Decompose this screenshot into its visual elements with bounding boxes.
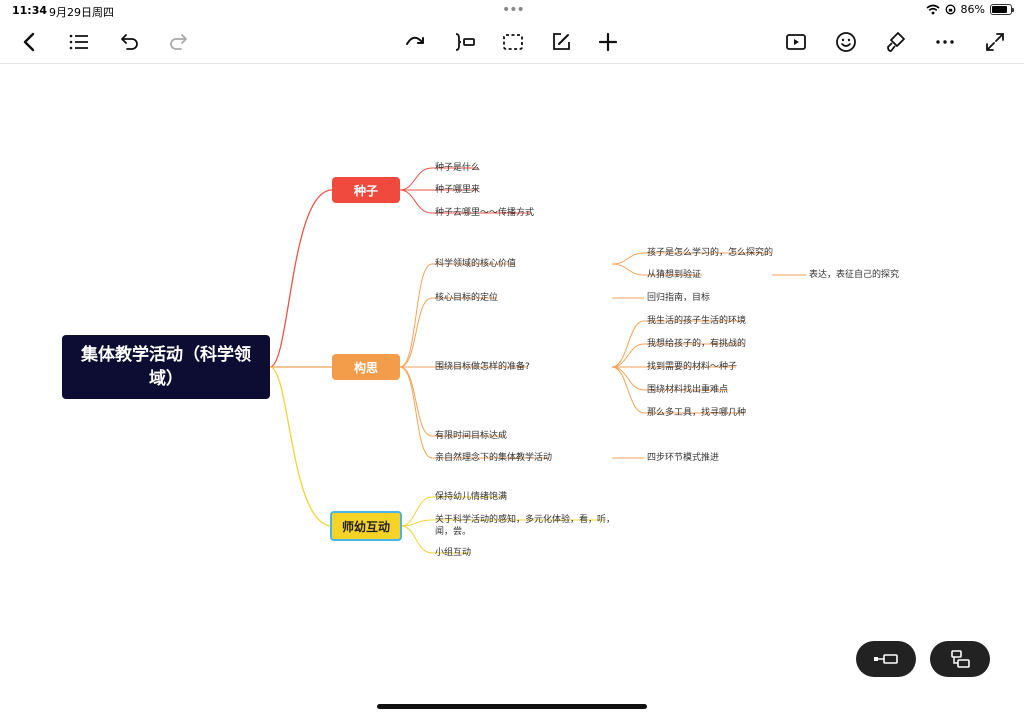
mindmap-canvas[interactable]: 集体教学活动（科学领域） 种子 构思 师幼互动 种子是什么 种子哪里来 种子去哪…	[0, 65, 1024, 715]
add-topic-button[interactable]	[593, 28, 623, 56]
edit-note-icon	[553, 33, 570, 50]
insert-child-icon	[455, 33, 475, 51]
home-indicator[interactable]	[377, 704, 647, 709]
leaf-concept-1-2-1[interactable]: 表达，表征自己的探究	[809, 270, 900, 280]
undo-button[interactable]	[114, 28, 144, 56]
edit-note-button[interactable]	[546, 28, 576, 56]
more-icon	[936, 40, 954, 44]
leaf-concept-1-1[interactable]: 孩子是怎么学习的，怎么探究的	[647, 248, 774, 258]
insert-sibling-icon	[874, 654, 898, 664]
leaf-concept-3-2[interactable]: 我想给孩子的，有挑战的	[647, 339, 747, 349]
branch-interaction[interactable]: 师幼互动	[330, 511, 402, 541]
present-button[interactable]	[781, 28, 811, 56]
connectors-concept	[399, 252, 806, 459]
insert-subtopic-icon	[951, 650, 970, 668]
redo-button[interactable]	[164, 28, 194, 56]
mindmap-connectors	[269, 167, 806, 554]
outline-button[interactable]	[64, 28, 94, 56]
leaf-concept-3-3[interactable]: 找到需要的材料～种子	[647, 362, 738, 372]
branch-concept[interactable]: 构思	[332, 354, 400, 380]
branch-seed-label: 种子	[353, 183, 378, 198]
multitasking-dots-icon[interactable]: •••	[502, 2, 525, 18]
leaf-interaction-2[interactable]: 关于科学活动的感知，多元化体验，看，听，闻，尝。	[435, 515, 616, 537]
branch-style-button[interactable]	[401, 28, 431, 56]
status-bar: 11:34 9月29日周四 ••• 86%	[0, 0, 1024, 20]
leaf-concept-3-5[interactable]: 那么多工具，找寻哪几种	[647, 408, 747, 418]
emoji-button[interactable]	[831, 28, 861, 56]
back-button[interactable]	[15, 28, 45, 56]
redo-icon	[170, 34, 187, 50]
undo-icon	[121, 34, 138, 50]
connectors-interaction	[400, 496, 606, 554]
leaf-concept-3-4[interactable]: 围绕材料找出重难点	[647, 385, 729, 395]
leaf-concept-4[interactable]: 有限时间目标达成	[435, 431, 508, 441]
insert-sibling-button[interactable]	[856, 641, 916, 677]
emoji-icon	[836, 32, 856, 52]
leaf-concept-2[interactable]: 核心目标的定位	[435, 293, 499, 303]
insert-subtopic-button[interactable]	[930, 641, 990, 677]
leaf-seed-2[interactable]: 种子哪里来	[435, 185, 481, 195]
leaf-concept-3[interactable]: 围绕目标做怎样的准备?	[435, 362, 530, 372]
leaf-interaction-3[interactable]: 小组互动	[435, 548, 472, 558]
leaf-interaction-1[interactable]: 保持幼儿情绪饱满	[435, 492, 508, 502]
branch-arc-icon	[406, 36, 424, 45]
leaf-seed-3[interactable]: 种子去哪里～～传播方式	[435, 208, 535, 218]
status-right: 86%	[926, 3, 1014, 16]
more-button[interactable]	[930, 28, 960, 56]
outline-list-icon	[69, 34, 88, 50]
connectors-seed	[399, 167, 532, 214]
root-topic-label: 集体教学活动（科学领域）	[81, 345, 251, 389]
wifi-icon	[926, 4, 940, 15]
add-icon	[598, 32, 618, 52]
connector-root-seed	[269, 189, 333, 368]
leaf-seed-1[interactable]: 种子是什么	[435, 163, 481, 173]
leaf-concept-2-1[interactable]: 回归指南，目标	[647, 293, 711, 303]
status-time: 11:34	[12, 4, 48, 17]
status-date: 9月29日周四	[49, 6, 114, 19]
leaf-concept-1[interactable]: 科学领域的核心价值	[435, 259, 517, 269]
format-button[interactable]	[881, 28, 911, 56]
leaf-concept-3-1[interactable]: 我生活的孩子生活的环境	[647, 316, 747, 326]
leaf-concept-5-1[interactable]: 四步环节模式推进	[647, 453, 720, 463]
back-icon	[23, 32, 35, 52]
orientation-lock-icon	[945, 4, 955, 15]
branch-seed[interactable]: 种子	[332, 177, 400, 203]
fullscreen-icon	[986, 33, 1004, 51]
select-frame-icon	[503, 34, 523, 50]
battery-fill	[992, 6, 1008, 13]
present-play-icon	[786, 34, 806, 50]
insert-child-button[interactable]	[450, 28, 480, 56]
branch-concept-label: 构思	[353, 360, 378, 375]
branch-interaction-label: 师幼互动	[341, 519, 390, 534]
battery-percent: 86%	[960, 3, 985, 16]
battery-icon	[990, 4, 1014, 15]
leaf-concept-5[interactable]: 亲自然理念下的集体教学活动	[435, 453, 553, 463]
format-brush-icon	[887, 32, 905, 52]
root-topic[interactable]: 集体教学活动（科学领域）	[62, 335, 270, 399]
leaf-concept-1-2[interactable]: 从猜想到验证	[647, 270, 702, 280]
fullscreen-button[interactable]	[980, 28, 1010, 56]
toolbar	[0, 20, 1024, 64]
select-frame-button[interactable]	[498, 28, 528, 56]
connector-root-interaction	[269, 366, 333, 527]
